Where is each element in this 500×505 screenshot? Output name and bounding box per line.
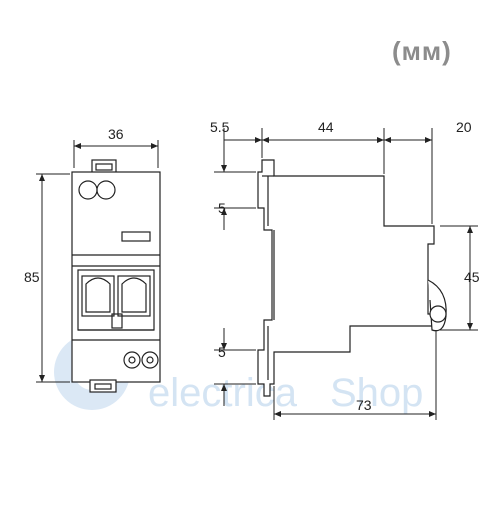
total-depth-label: 73 bbox=[356, 397, 372, 413]
front-height-dimension bbox=[36, 173, 70, 383]
knob-depth-label: 20 bbox=[456, 119, 472, 135]
watermark-text-2: Shop bbox=[330, 371, 423, 415]
side-view bbox=[257, 159, 447, 397]
front-width-dimension bbox=[73, 140, 159, 168]
label-window bbox=[121, 231, 151, 242]
front-width-label: 36 bbox=[108, 126, 124, 142]
watermark-text-1: electrica bbox=[148, 371, 298, 415]
top-terminal-right bbox=[96, 180, 116, 200]
bottom-terminal-right bbox=[141, 351, 159, 369]
front-height-label: 85 bbox=[24, 269, 40, 285]
body-depth-label: 44 bbox=[318, 119, 334, 135]
units-label: (мм) bbox=[392, 36, 452, 66]
toggle-handle-right bbox=[117, 275, 151, 317]
clip-top-label: 5 bbox=[218, 200, 226, 216]
front-view bbox=[71, 159, 161, 393]
front-height-label-side: 45 bbox=[464, 269, 480, 285]
bottom-terminal-left bbox=[123, 351, 141, 369]
toggle-handle-left bbox=[81, 275, 115, 317]
clip-bottom-label: 5 bbox=[218, 344, 226, 360]
top-offset-label: 5.5 bbox=[210, 119, 230, 135]
